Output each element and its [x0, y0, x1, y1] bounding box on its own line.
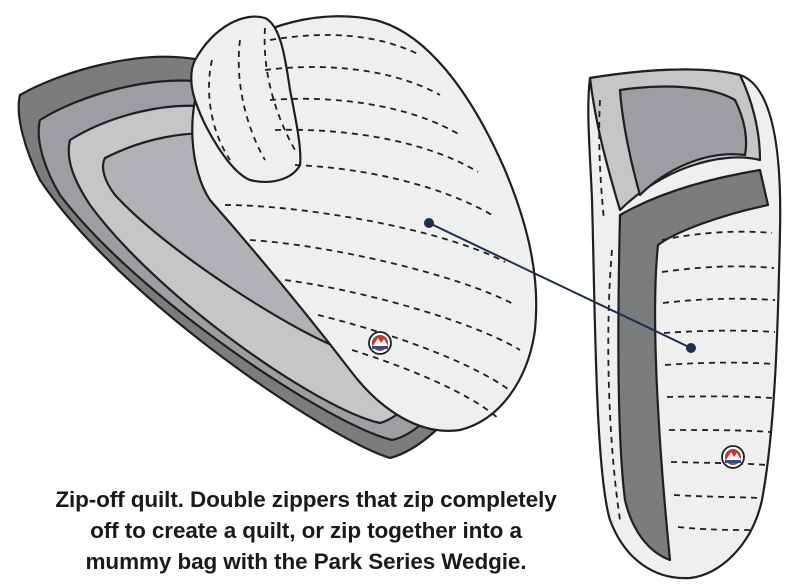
- left-logo-icon: [368, 331, 392, 355]
- caption-line-3: mummy bag with the Park Series Wedgie.: [85, 549, 527, 574]
- caption-line-2: off to create a quilt, or zip together i…: [90, 518, 522, 543]
- callout-dot-left: [424, 218, 434, 228]
- callout-connector: [424, 218, 696, 353]
- caption-line-1: Zip-off quilt. Double zippers that zip c…: [55, 487, 557, 512]
- bag-stitching: [598, 99, 776, 531]
- callout-dot-right: [686, 343, 696, 353]
- left-bag-illustration: [17, 15, 538, 460]
- right-bag-illustration: [587, 68, 782, 580]
- quilt-stitching: [208, 27, 521, 421]
- right-logo-icon: [721, 445, 745, 469]
- bag-side-stripe: [617, 168, 770, 562]
- hood-panel-inner: [618, 85, 748, 197]
- product-caption: Zip-off quilt. Double zippers that zip c…: [0, 484, 612, 577]
